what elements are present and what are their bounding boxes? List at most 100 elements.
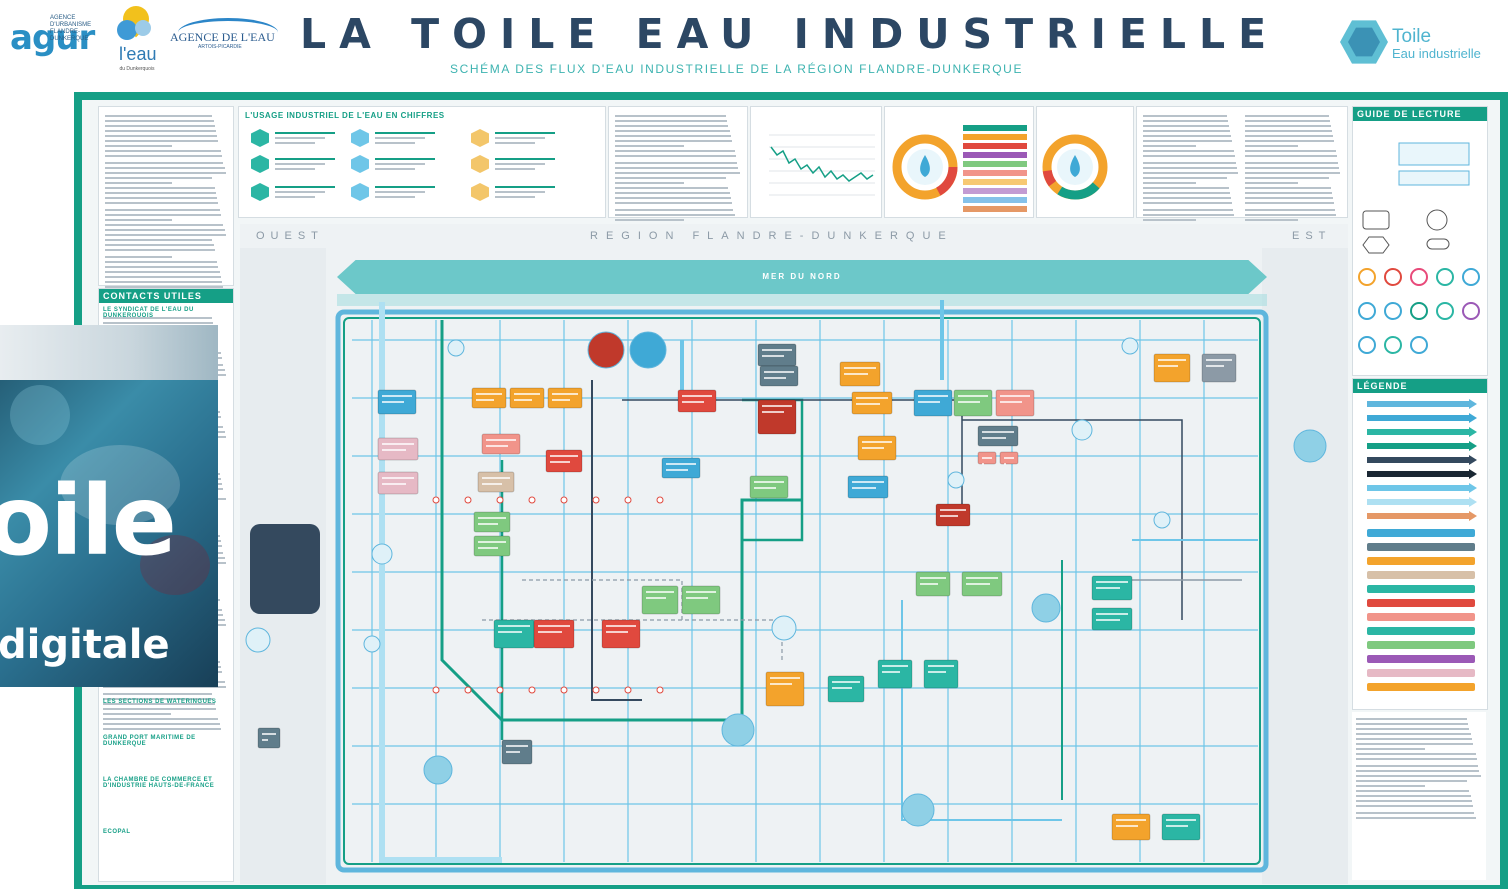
text-line: [1245, 115, 1330, 117]
text-line: [1245, 162, 1339, 164]
text-line: [1356, 765, 1479, 767]
text-line: [105, 150, 221, 152]
node-circle[interactable]: [447, 339, 465, 357]
node-circle[interactable]: [721, 713, 755, 747]
guide-icon: [1462, 268, 1480, 286]
node-circle[interactable]: [423, 755, 453, 785]
facility-box[interactable]: [977, 425, 1019, 447]
legend-category-3: [1367, 571, 1475, 579]
text-line: [103, 703, 215, 705]
text-line: [1245, 140, 1335, 142]
text-line: [375, 186, 435, 188]
text-line: [495, 142, 535, 144]
node-circle[interactable]: [587, 331, 625, 369]
node-circle[interactable]: [245, 627, 271, 653]
junction-dot: [656, 686, 664, 694]
facility-box[interactable]: [477, 471, 515, 493]
facility-box[interactable]: [757, 399, 797, 435]
guide-icon: [1436, 302, 1454, 320]
text-line: [615, 140, 733, 142]
text-line: [615, 172, 740, 174]
text-line: [1356, 758, 1477, 760]
text-line: [1143, 202, 1233, 204]
facility-box[interactable]: [481, 433, 521, 455]
text-line: [1245, 167, 1340, 169]
facility-box[interactable]: [509, 387, 545, 409]
guide-icon: [1410, 302, 1428, 320]
text-line: [105, 261, 218, 263]
flow-network: [245, 300, 1327, 873]
junction-dot: [432, 496, 440, 504]
node-circle[interactable]: [371, 543, 393, 565]
legend-arrow-5: [1367, 471, 1471, 477]
consumption-line-chart: [769, 134, 875, 196]
facility-box[interactable]: [923, 659, 959, 689]
cube-icon: [251, 129, 269, 147]
text-line: [615, 187, 729, 189]
guide-icon: [1410, 268, 1428, 286]
text-line: [105, 177, 213, 179]
node-circle[interactable]: [1153, 511, 1171, 529]
cube-icon: [471, 155, 489, 173]
node-circle[interactable]: [771, 615, 797, 641]
text-line: [105, 187, 215, 189]
text-line: [1356, 775, 1481, 777]
text-line: [1356, 780, 1467, 782]
text-line: [105, 234, 226, 236]
legend-category-9: [1367, 655, 1475, 663]
node-circle[interactable]: [1293, 429, 1327, 463]
node-circle[interactable]: [363, 635, 381, 653]
donut-panel-1: [884, 106, 1034, 218]
node-circle[interactable]: [1121, 337, 1139, 355]
facility-box[interactable]: [759, 365, 799, 387]
text-line: [375, 196, 415, 198]
junction-dot: [496, 496, 504, 504]
facility-box[interactable]: [547, 387, 583, 409]
text-line: [615, 214, 735, 216]
junction-dot: [528, 686, 536, 694]
text-line: [1143, 155, 1236, 157]
facility-box[interactable]: [681, 585, 721, 615]
facility-box[interactable]: [473, 535, 511, 557]
node-circle[interactable]: [1031, 593, 1061, 623]
text-line: [1245, 197, 1334, 199]
text-line: [105, 182, 173, 184]
facility-box[interactable]: [765, 671, 805, 707]
donut-panel-2: [1036, 106, 1134, 218]
facility-box[interactable]: [473, 511, 511, 533]
text-line: [1356, 805, 1474, 807]
facility-box[interactable]: [1153, 353, 1191, 383]
facility-box[interactable]: [533, 619, 575, 649]
text-line: [103, 322, 214, 324]
facility-box[interactable]: [471, 387, 507, 409]
legend-category-5: [1367, 599, 1475, 607]
text-line: [1143, 192, 1231, 194]
guide-icon: [1358, 302, 1376, 320]
facility-box[interactable]: [601, 619, 641, 649]
text-line: [1356, 718, 1467, 720]
video-thumbnail-overlay[interactable]: oile digitale: [0, 325, 218, 687]
facility-box[interactable]: [257, 727, 281, 749]
text-line: [1245, 209, 1336, 211]
facility-box[interactable]: [641, 585, 679, 615]
text-line: [375, 132, 435, 134]
facility-box[interactable]: [661, 457, 701, 479]
text-line: [105, 266, 219, 268]
guide-icon: [1436, 268, 1454, 286]
node-circle[interactable]: [629, 331, 667, 369]
text-line: [615, 150, 735, 152]
facility-box[interactable]: [1201, 353, 1237, 383]
cube-icon: [251, 183, 269, 201]
node-circle[interactable]: [1071, 419, 1093, 441]
node-circle[interactable]: [947, 471, 965, 489]
node-circle[interactable]: [901, 793, 935, 827]
text-line: [1245, 130, 1333, 132]
text-line: [1356, 733, 1471, 735]
text-line: [105, 281, 223, 283]
legend-arrow-7: [1367, 499, 1471, 505]
contacts-title: CONTACTS UTILES: [99, 289, 233, 303]
legend-arrow-4: [1367, 457, 1471, 463]
facility-box[interactable]: [877, 659, 913, 689]
text-line: [1356, 812, 1475, 814]
facility-box[interactable]: [493, 619, 535, 649]
